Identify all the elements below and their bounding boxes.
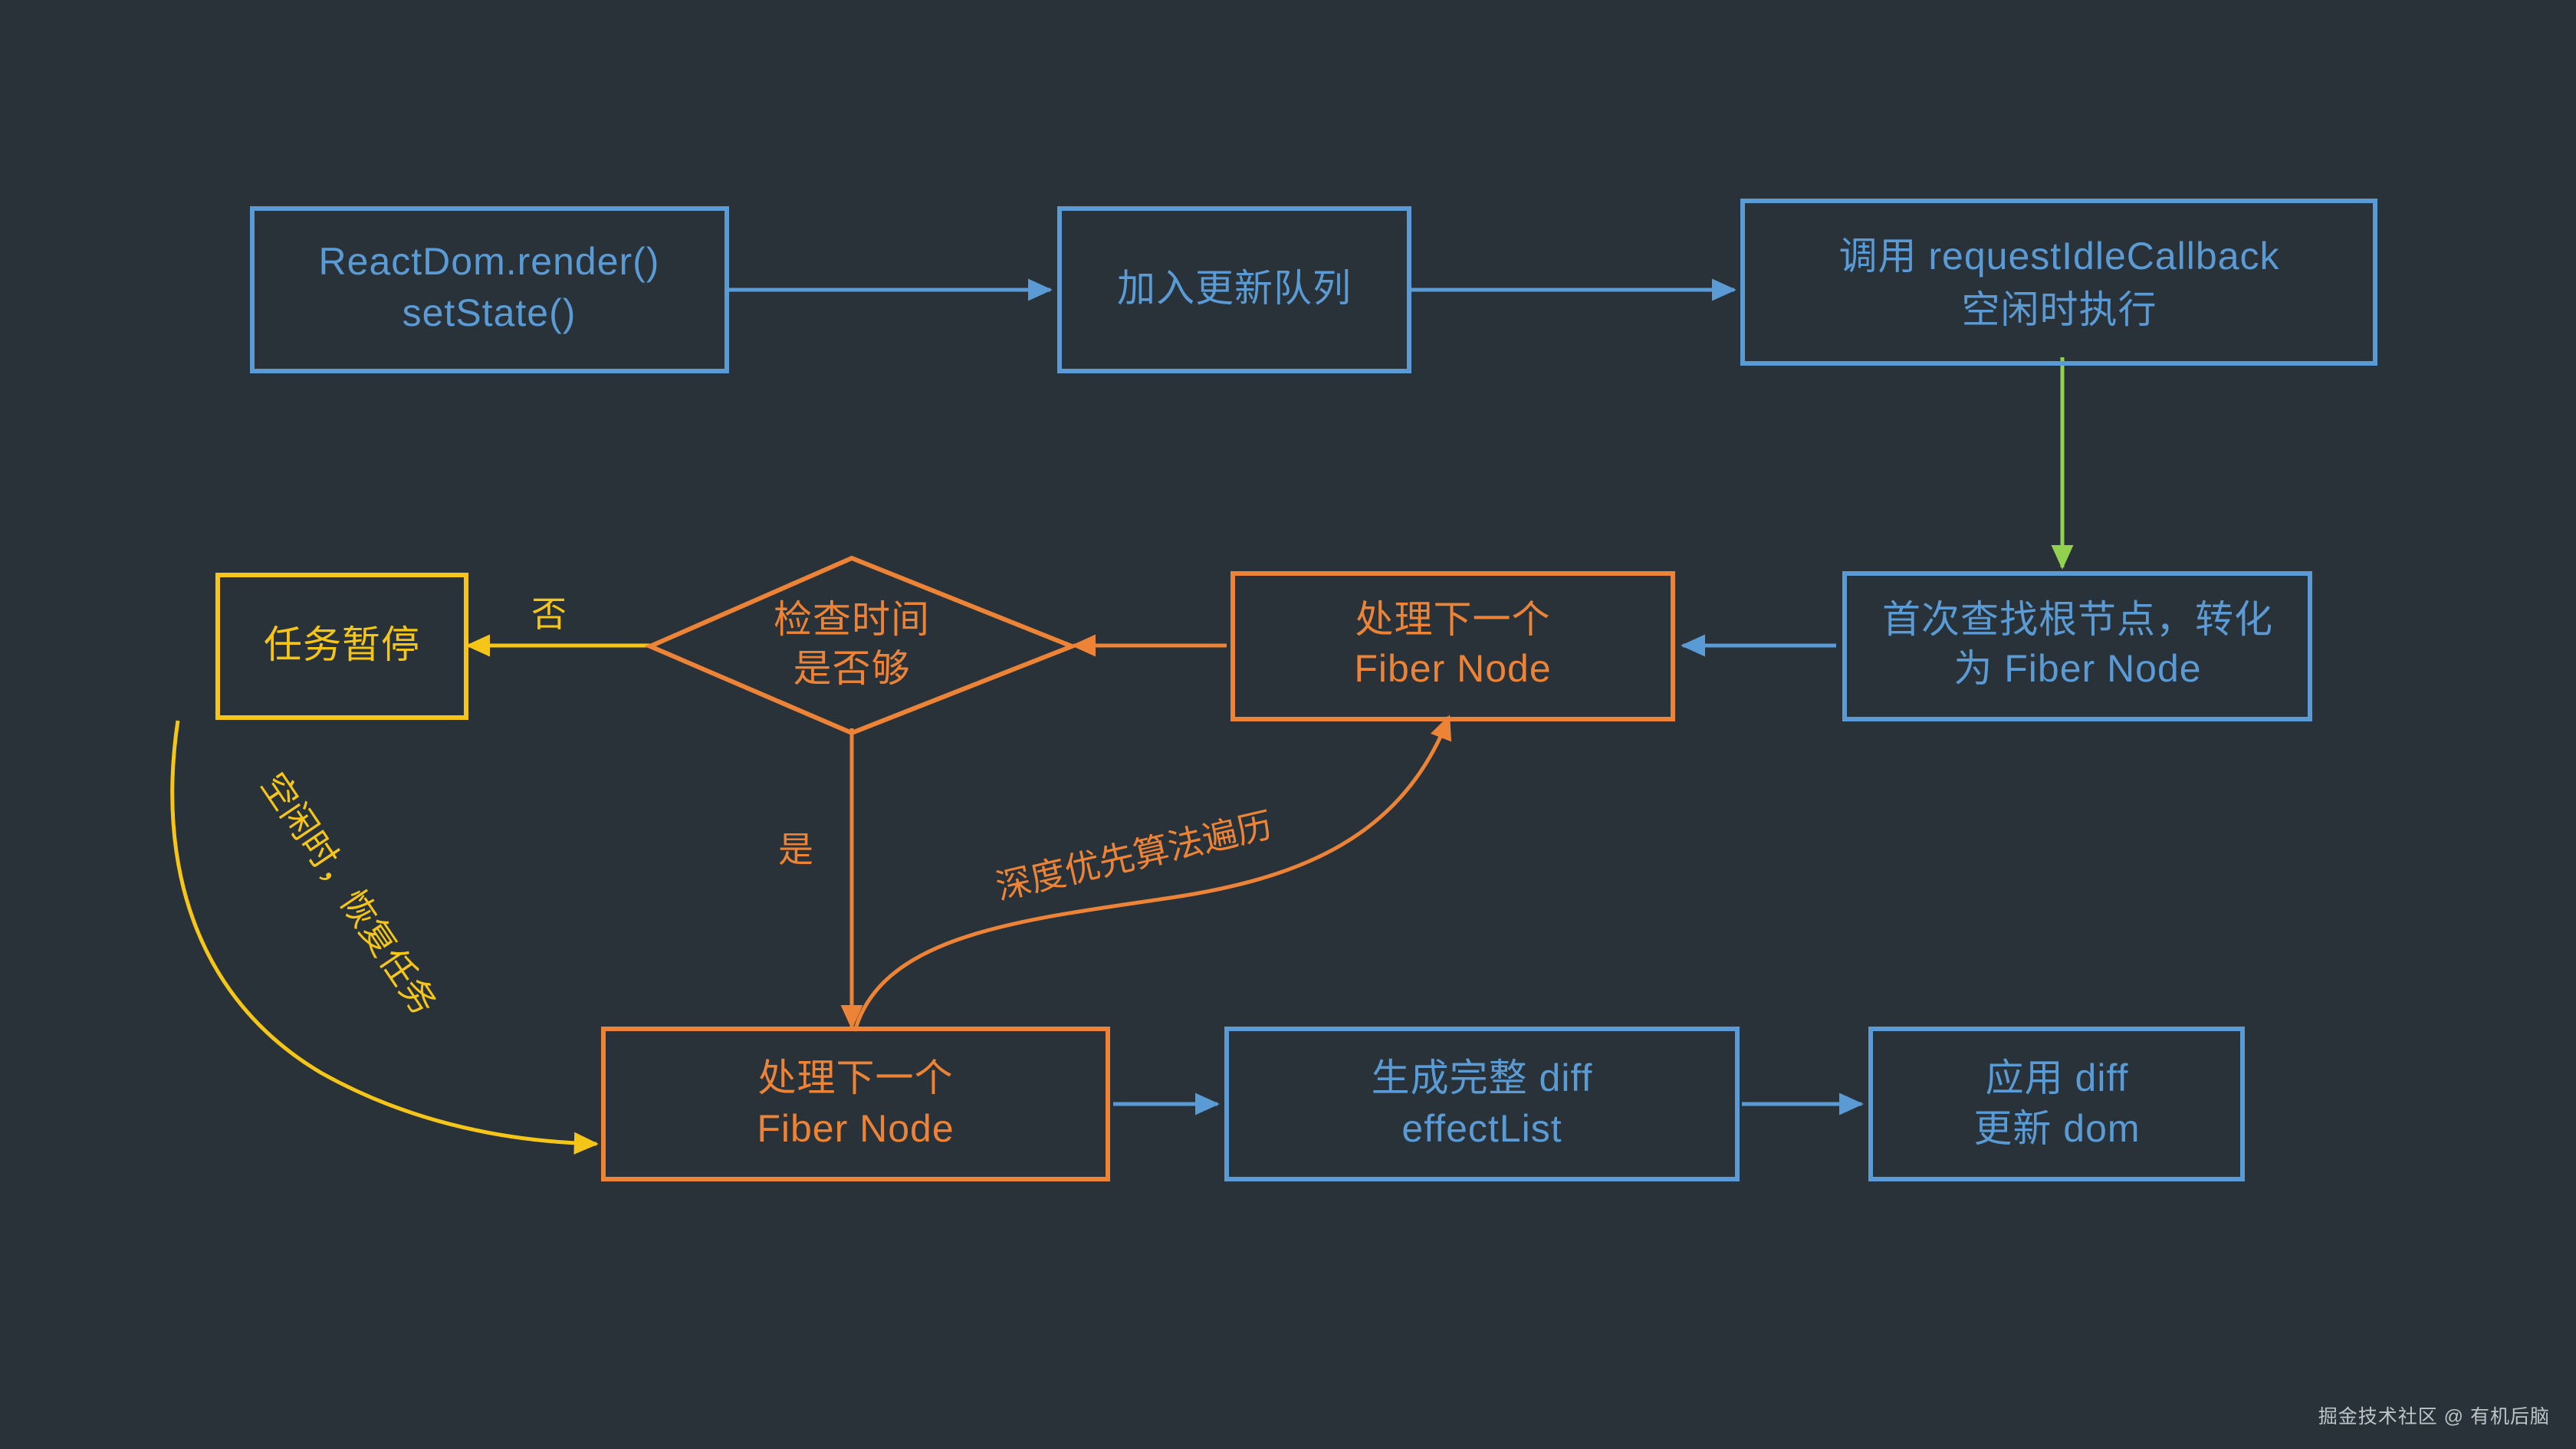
node-generate-diff-effectlist-box: [1224, 1027, 1740, 1181]
node-apply-diff-update-dom-box: [1868, 1027, 2245, 1181]
node-process-next-fiber-top-line2: Fiber Node: [1354, 647, 1551, 690]
edge-label-dfs-traverse: 深度优先算法遍历: [992, 805, 1276, 907]
node-check-time-enough[interactable]: 检查时间 是否够: [644, 555, 1079, 736]
node-apply-diff-update-dom[interactable]: 应用 diff 更新 dom: [1868, 1027, 2245, 1181]
node-enqueue-update-box: [1057, 206, 1411, 373]
node-process-next-fiber-bottom-box: [601, 1027, 1110, 1181]
node-apply-diff-update-dom-line1: 应用 diff: [1986, 1056, 2129, 1099]
node-process-next-fiber-bottom[interactable]: 处理下一个 Fiber Node: [601, 1027, 1110, 1181]
node-process-next-fiber-top-line1: 处理下一个: [1355, 598, 1551, 641]
node-request-idle-callback-box: [1740, 199, 2377, 366]
node-react-dom-render-line1: ReactDom.render(): [319, 240, 660, 283]
node-enqueue-update-line1: 加入更新队列: [1117, 267, 1352, 310]
node-check-time-enough-line2: 是否够: [794, 647, 911, 690]
nodes-layer: ReactDom.render() setState() 加入更新队列 调用 r…: [215, 199, 2377, 1181]
node-request-idle-callback[interactable]: 调用 requestIdleCallback 空闲时执行: [1740, 199, 2377, 366]
node-check-time-enough-shape: [644, 555, 1079, 736]
edge-dfs-traverse-loop: [853, 715, 1452, 1032]
node-find-root-node[interactable]: 首次查找根节点，转化 为 Fiber Node: [1842, 571, 2312, 721]
node-request-idle-callback-line2: 空闲时执行: [1962, 288, 2157, 331]
node-check-time-enough-line1: 检查时间: [774, 598, 930, 641]
edge-label-no: 否: [531, 594, 567, 634]
node-generate-diff-effectlist-line1: 生成完整 diff: [1372, 1056, 1593, 1099]
node-request-idle-callback-line1: 调用 requestIdleCallback: [1838, 235, 2279, 278]
node-task-paused-box: [215, 573, 468, 720]
edge-label-resume-when-idle: 空闲时，恢复任务: [254, 766, 445, 1022]
node-process-next-fiber-top[interactable]: 处理下一个 Fiber Node: [1230, 571, 1675, 721]
node-process-next-fiber-bottom-line2: Fiber Node: [757, 1107, 954, 1150]
node-find-root-node-line2: 为 Fiber Node: [1953, 647, 2201, 690]
node-find-root-node-box: [1842, 571, 2312, 721]
node-enqueue-update[interactable]: 加入更新队列: [1057, 206, 1411, 373]
node-react-dom-render[interactable]: ReactDom.render() setState(): [250, 206, 729, 373]
edge-label-yes: 是: [778, 830, 813, 869]
node-task-paused[interactable]: 任务暂停: [215, 573, 468, 720]
edge-taskpaused-resume-to-processfiber-bottom: [170, 720, 599, 1155]
node-generate-diff-effectlist-line2: effectList: [1401, 1107, 1562, 1150]
node-react-dom-render-box: [250, 206, 729, 373]
node-task-paused-line1: 任务暂停: [264, 623, 420, 666]
node-process-next-fiber-top-box: [1230, 571, 1675, 721]
node-react-dom-render-line2: setState(): [402, 291, 577, 334]
node-process-next-fiber-bottom-line1: 处理下一个: [758, 1056, 954, 1099]
watermark-label: 掘金技术社区 @ 有机后脑: [2318, 1406, 2550, 1428]
edges-layer: [170, 278, 2074, 1155]
node-apply-diff-update-dom-line2: 更新 dom: [1973, 1107, 2140, 1150]
node-generate-diff-effectlist[interactable]: 生成完整 diff effectList: [1224, 1027, 1740, 1181]
node-find-root-node-line1: 首次查找根节点，转化: [1882, 598, 2273, 641]
